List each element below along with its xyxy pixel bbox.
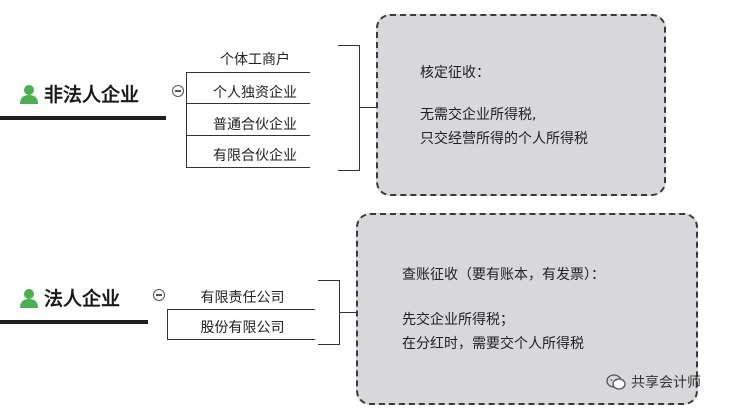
note-line: 无需交企业所得税, [420,107,537,123]
branch-bar [0,116,166,120]
collapse-icon[interactable] [153,289,165,301]
item-label: 普通合伙企业 [213,117,297,133]
category-label: 法人企业 [44,288,121,310]
item-label: 有限责任公司 [200,290,285,306]
watermark: 共享会计师 [606,372,701,392]
item-label: 个人独资企业 [213,85,297,101]
item-label: 有限合伙企业 [213,148,297,164]
branch-bar [0,320,148,324]
wechat-icon [606,374,626,390]
bracket-top [338,45,360,46]
bracket-bottom [338,170,360,171]
person-icon [20,84,38,104]
note-heading: 查账征收（要有账本，有发票）： [402,267,605,283]
category-label: 非法人企业 [44,84,140,106]
collapse-icon[interactable] [172,85,184,97]
bracket-vertical [359,45,360,171]
note-line: 在分红时，需要交个人所得税 [402,336,584,352]
bracket-bottom [318,344,340,345]
person-icon [20,288,38,308]
category-title-legal: 法人企业 [20,284,120,311]
tax-note-box [376,14,666,196]
item-underline [167,339,315,340]
item-underline [167,309,315,310]
note-line: 只交经营所得的个人所得税 [420,131,588,147]
tax-note-box [356,213,698,405]
bracket-pointer [359,107,378,108]
note-heading: 核定征收： [420,65,490,81]
connector-vertical [167,309,168,339]
bracket-pointer [339,312,358,313]
item-underline [186,135,310,136]
item-label: 个体工商户 [220,52,290,68]
item-underline [186,103,310,104]
bracket-top [318,280,340,281]
connector-vertical [186,72,187,168]
item-underline [186,167,310,168]
item-label: 股份有限公司 [200,320,285,336]
item-underline [186,72,310,73]
watermark-text: 共享会计师 [631,375,701,391]
note-line: 先交企业所得税； [402,312,514,328]
category-title-non-legal: 非法人企业 [20,80,139,107]
